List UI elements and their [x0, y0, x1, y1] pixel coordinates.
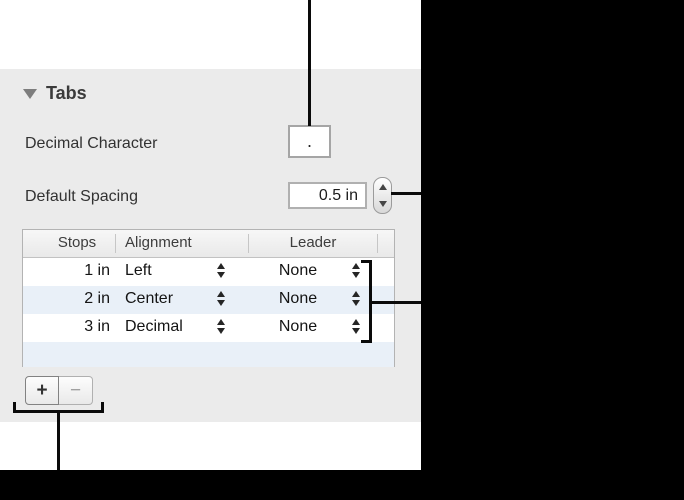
decimal-character-label: Decimal Character: [25, 135, 158, 152]
table-row[interactable]: 3 in Decimal None: [23, 314, 394, 342]
alignment-popup-stepper-icon[interactable]: [217, 291, 225, 306]
section-title: Tabs: [46, 83, 87, 103]
alignment-value[interactable]: Decimal: [125, 318, 183, 335]
column-divider: [115, 234, 116, 253]
column-divider: [248, 234, 249, 253]
default-spacing-stepper[interactable]: [373, 177, 392, 214]
leader-value[interactable]: None: [278, 290, 318, 307]
callout-line-table: [369, 301, 424, 304]
stepper-up-icon: [352, 263, 360, 269]
leader-value[interactable]: None: [278, 318, 318, 335]
stepper-up-icon: [352, 319, 360, 325]
plus-icon: +: [36, 379, 48, 401]
add-tab-stop-button[interactable]: +: [25, 376, 59, 405]
stepper-up-icon: [217, 291, 225, 297]
stepper-up-icon: [352, 291, 360, 297]
callout-bracket-buttons-left-tick: [13, 402, 16, 413]
black-padding-bottom: [0, 470, 684, 500]
callout-line-default-spacing: [391, 192, 424, 195]
stepper-down-icon: [217, 300, 225, 306]
callout-bracket-buttons-right-tick: [101, 402, 104, 413]
callout-bracket-table-bottom-tick: [361, 340, 372, 343]
stepper-down-icon: [352, 328, 360, 334]
black-padding-right: [421, 0, 684, 500]
decimal-character-value: .: [306, 131, 312, 151]
table-header-row: Stops Alignment Leader: [23, 230, 394, 258]
callout-bracket-table-top-tick: [361, 260, 372, 263]
tabs-section-header[interactable]: Tabs: [23, 83, 87, 104]
table-empty-row: [23, 342, 394, 367]
stepper-down-icon: [217, 328, 225, 334]
tab-stop-button-group: + −: [25, 376, 93, 405]
table-row[interactable]: 2 in Center None: [23, 286, 394, 314]
stepper-down-icon[interactable]: [378, 201, 387, 207]
alignment-popup-stepper-icon[interactable]: [217, 319, 225, 334]
leader-popup-stepper-icon[interactable]: [352, 263, 360, 278]
alignment-value[interactable]: Left: [125, 262, 152, 279]
stop-value[interactable]: 3 in: [84, 318, 110, 335]
decimal-character-field[interactable]: .: [288, 125, 331, 158]
alignment-popup-stepper-icon[interactable]: [217, 263, 225, 278]
callout-line-buttons: [57, 410, 60, 470]
column-header-leader[interactable]: Leader: [289, 234, 337, 251]
stepper-up-icon[interactable]: [378, 184, 387, 190]
minus-icon: −: [69, 379, 82, 401]
tab-stops-table: Stops Alignment Leader 1 in Left None 2 …: [22, 229, 395, 367]
default-spacing-field[interactable]: 0.5 in: [288, 182, 367, 209]
stop-value[interactable]: 2 in: [84, 290, 110, 307]
default-spacing-label: Default Spacing: [25, 188, 138, 205]
column-header-alignment[interactable]: Alignment: [125, 234, 192, 251]
leader-popup-stepper-icon[interactable]: [352, 291, 360, 306]
stop-value[interactable]: 1 in: [84, 262, 110, 279]
default-spacing-value: 0.5 in: [318, 186, 358, 204]
column-header-stops[interactable]: Stops: [57, 234, 97, 251]
column-divider: [377, 234, 378, 253]
stepper-down-icon: [217, 272, 225, 278]
stepper-up-icon: [217, 319, 225, 325]
stepper-down-icon: [352, 300, 360, 306]
alignment-value[interactable]: Center: [125, 290, 174, 307]
disclosure-triangle-icon[interactable]: [23, 88, 37, 99]
leader-popup-stepper-icon[interactable]: [352, 319, 360, 334]
stepper-down-icon: [352, 272, 360, 278]
table-row[interactable]: 1 in Left None: [23, 258, 394, 286]
leader-value[interactable]: None: [278, 262, 318, 279]
stepper-up-icon: [217, 263, 225, 269]
callout-line-decimal-character: [308, 0, 311, 126]
remove-tab-stop-button[interactable]: −: [59, 376, 93, 405]
